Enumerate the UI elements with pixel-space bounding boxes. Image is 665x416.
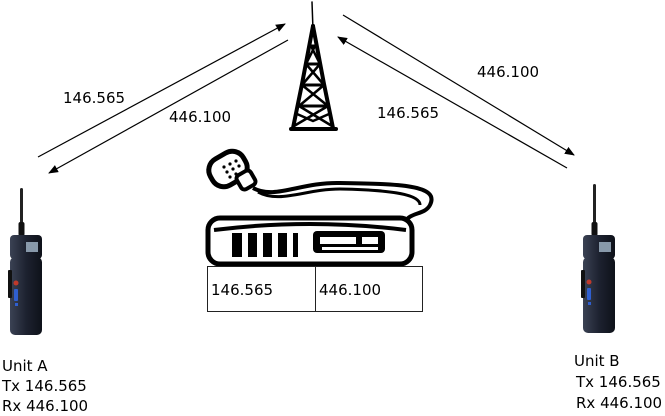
arrow-tower-to-unit-b [342,14,575,156]
arrow-tower-to-unit-a [48,39,289,174]
handheld-radio-icon [8,188,42,335]
unit-b-tx: Tx 146.565 [576,373,661,391]
mobile-radio-icon [205,215,415,267]
handheld-radio-icon [581,184,615,333]
repeater-rx-frequency-box: 146.565 [207,266,316,312]
link-label-tower-to-a: 446.100 [169,108,232,126]
repeater-tx-frequency-box: 446.100 [315,266,423,312]
radio-tower-icon [289,1,338,131]
arrow-unit-b-to-tower [337,36,568,169]
unit-a-name: Unit A [2,357,48,375]
unit-b-rx: Rx 446.100 [576,394,663,412]
repeater-tx-frequency: 446.100 [319,281,382,299]
arrow-unit-a-to-tower [37,23,286,158]
unit-b-name: Unit B [574,352,620,370]
link-label-a-to-tower: 146.565 [63,89,126,107]
repeater-rx-frequency: 146.565 [211,281,274,299]
microphone-icon [206,148,434,224]
link-label-tower-to-b: 446.100 [477,63,540,81]
unit-a-rx: Rx 446.100 [2,397,89,415]
link-label-b-to-tower: 146.565 [377,104,440,122]
unit-a-tx: Tx 146.565 [2,377,87,395]
